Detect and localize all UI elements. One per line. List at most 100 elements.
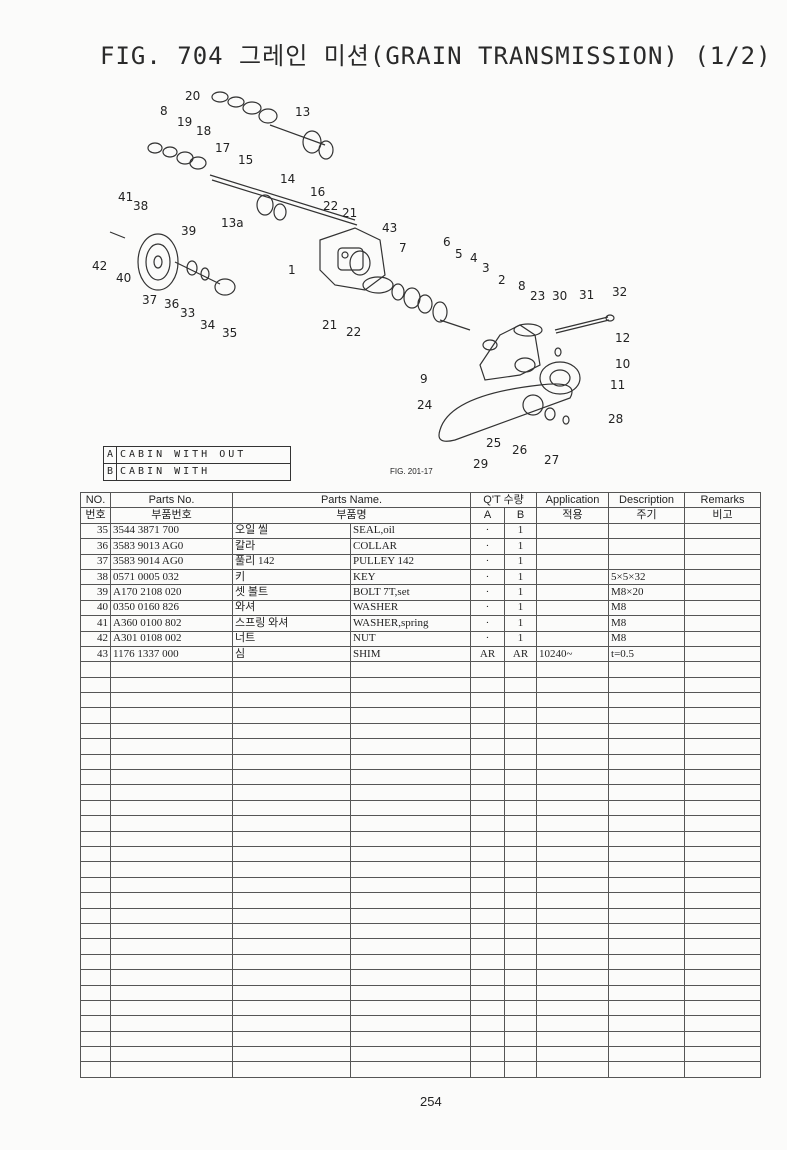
col-qty-a: A	[470, 507, 506, 524]
cell-name-en: BOLT 7T,set	[349, 584, 472, 601]
legend-code: A	[104, 447, 117, 463]
cell-no: 39	[80, 584, 111, 601]
cell-rem	[684, 630, 762, 647]
cell-desc: M8×20	[608, 584, 686, 601]
part-callout: 23	[530, 289, 545, 303]
part-callout: 22	[323, 199, 338, 213]
cell-name-ko: 오일 씰	[232, 522, 351, 540]
empty-table-row	[80, 753, 762, 771]
cell-no: 42	[80, 630, 111, 647]
part-callout: 1	[288, 263, 296, 277]
parts-table: NO. Parts No. Parts Name. Q'T 수량 Applica…	[80, 491, 762, 1078]
cell-no: 36	[80, 538, 111, 555]
empty-table-row	[80, 738, 762, 755]
cell-app	[536, 599, 610, 617]
col-remarks: Remarks	[684, 491, 762, 509]
part-callout: 24	[417, 398, 432, 412]
part-callout: 21	[342, 206, 357, 220]
col-remarks-ko: 비고	[684, 507, 762, 524]
figure-reference: FIG. 201-17	[390, 467, 433, 475]
cell-name-ko: 스프링 와셔	[232, 615, 351, 632]
part-callout: 13a	[221, 216, 244, 230]
cell-name-en: WASHER	[349, 599, 472, 617]
col-parts-name: Parts Name.	[231, 491, 472, 509]
cell-rem	[684, 522, 762, 540]
part-callout: 35	[222, 326, 237, 340]
cell-b: AR	[504, 645, 538, 663]
cell-part: 3544 3871 700	[110, 522, 233, 540]
cell-app	[536, 553, 610, 570]
part-callout: 38	[133, 199, 148, 213]
cell-no: 37	[80, 553, 111, 570]
part-callout: 32	[612, 285, 627, 299]
page-title: FIG. 704 그레인 미션(GRAIN TRANSMISSION) (1/2…	[100, 42, 772, 70]
legend-row-b: B CABIN WITH	[104, 463, 290, 480]
cell-rem	[684, 584, 762, 601]
cell-part: 0350 0160 826	[110, 599, 233, 617]
cell-b: 1	[504, 599, 538, 617]
cell-name-ko: 와셔	[232, 599, 351, 617]
col-no: NO.	[80, 491, 111, 509]
cell-app	[536, 584, 610, 601]
cell-name-ko: 셋 볼트	[232, 584, 351, 601]
col-parts-no: Parts No.	[110, 491, 233, 509]
part-callout: 17	[215, 141, 230, 155]
part-callout: 40	[116, 271, 131, 285]
part-callout: 2	[498, 273, 506, 287]
cell-desc	[608, 538, 686, 555]
cell-name-ko: 심	[232, 645, 351, 663]
cell-b: 1	[504, 522, 538, 540]
part-callout: 8	[518, 279, 526, 293]
part-callout: 5	[455, 247, 463, 261]
part-callout: 30	[552, 289, 567, 303]
cell-rem	[684, 538, 762, 555]
cell-a: ·	[470, 630, 506, 647]
cell-name-ko: 칼라	[232, 538, 351, 555]
cell-name-en: KEY	[349, 568, 472, 586]
part-callout: 20	[185, 89, 200, 103]
empty-table-row	[80, 707, 762, 724]
cell-part: 1176 1337 000	[110, 645, 233, 663]
col-parts-no-ko: 부품번호	[110, 507, 233, 524]
part-callout: 36	[164, 297, 179, 311]
empty-table-row	[80, 722, 762, 740]
cell-b: 1	[504, 568, 538, 586]
cell-name-ko: 너트	[232, 630, 351, 647]
part-callout: 25	[486, 436, 501, 450]
cell-name-en: SHIM	[349, 645, 472, 663]
empty-table-row	[80, 1061, 762, 1078]
empty-table-row	[80, 1030, 762, 1048]
part-callout: 14	[280, 172, 295, 186]
cell-part: 3583 9013 AG0	[110, 538, 233, 555]
cell-no: 40	[80, 599, 111, 617]
empty-table-row	[80, 769, 762, 786]
cell-desc: M8	[608, 630, 686, 647]
part-callout: 21	[322, 318, 337, 332]
cabin-legend: A CABIN WITH OUT B CABIN WITH	[103, 446, 291, 481]
part-callout: 8	[160, 104, 168, 118]
empty-table-row	[80, 692, 762, 709]
empty-table-row	[80, 999, 762, 1017]
empty-table-row	[80, 876, 762, 894]
cell-rem	[684, 645, 762, 663]
cell-no: 41	[80, 615, 111, 632]
cell-app	[536, 568, 610, 586]
legend-text: CABIN WITH	[120, 466, 211, 477]
cell-name-en: COLLAR	[349, 538, 472, 555]
col-qty: Q'T 수량	[470, 491, 538, 509]
cell-app	[536, 538, 610, 555]
empty-table-row	[80, 1015, 762, 1032]
part-callout: 9	[420, 372, 428, 386]
empty-table-row	[80, 938, 762, 955]
cell-b: 1	[504, 615, 538, 632]
cell-b: 1	[504, 584, 538, 601]
legend-code: B	[104, 464, 117, 480]
cell-name-ko: 풀리 142	[232, 553, 351, 570]
col-parts-name-ko: 부품명	[231, 507, 472, 524]
cell-desc	[608, 553, 686, 570]
col-qty-b: B	[504, 507, 538, 524]
